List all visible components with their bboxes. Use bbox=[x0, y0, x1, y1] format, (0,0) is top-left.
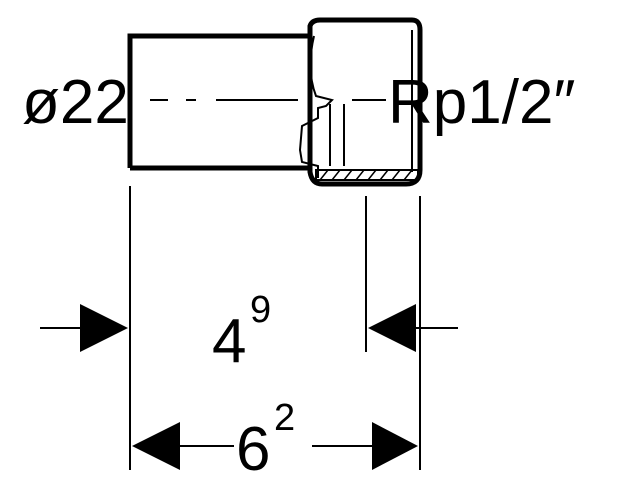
label-overall-length-sup: 2 bbox=[274, 397, 295, 439]
label-left-diameter: ø22 bbox=[22, 68, 129, 137]
thread-hatch bbox=[315, 169, 419, 181]
label-inner-length: 4 bbox=[212, 307, 246, 376]
pipe-body-outline bbox=[127, 33, 310, 171]
thread-hatch-lines bbox=[319, 169, 413, 181]
dim-inner-arrow-right bbox=[368, 304, 416, 352]
dim-overall-arrow-right bbox=[372, 422, 418, 470]
label-overall-length: 6 bbox=[236, 415, 270, 484]
dim-overall-arrow-left bbox=[132, 422, 180, 470]
fitting-outline bbox=[307, 17, 423, 187]
label-inner-length-sup: 9 bbox=[250, 289, 271, 331]
dim-inner-arrow-left bbox=[80, 304, 128, 352]
label-right-thread: Rp1/2″ bbox=[388, 68, 575, 137]
fitting-inner-wall bbox=[298, 35, 334, 178]
